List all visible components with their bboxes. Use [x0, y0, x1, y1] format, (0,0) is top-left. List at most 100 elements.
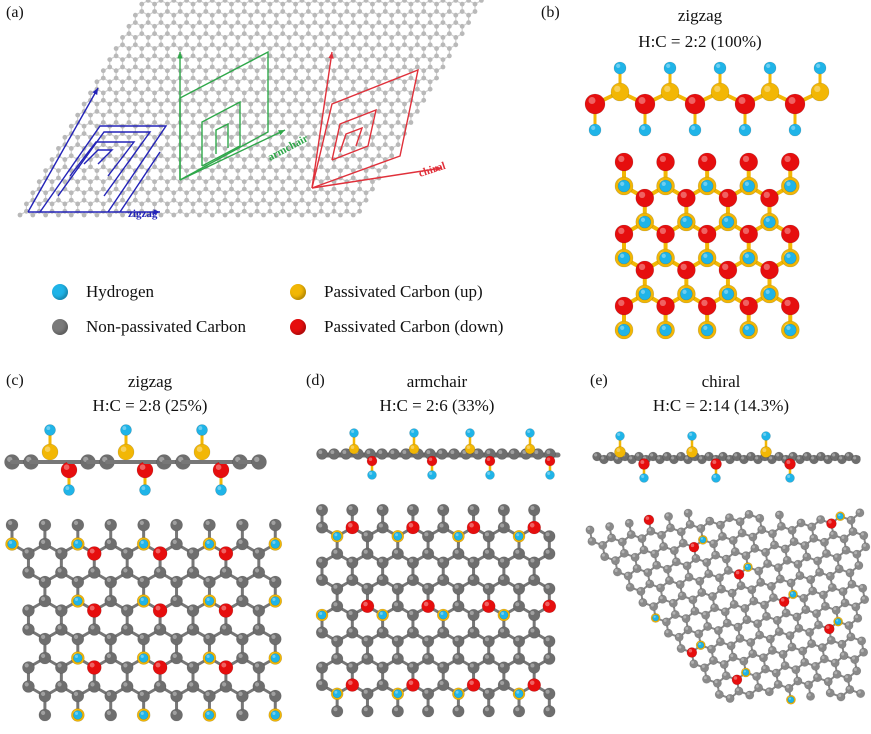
carbon-atom [652, 560, 662, 570]
lattice-atom [94, 109, 100, 114]
carbon-atom-highlight [683, 615, 687, 619]
lattice-atom [209, 168, 215, 174]
carbon-atom [203, 689, 216, 703]
lattice-atom [209, 109, 215, 114]
carbon-atom [448, 448, 460, 460]
hydrogen-atom [204, 539, 215, 549]
carbon-atom-highlight [238, 653, 243, 659]
carbon-atom [774, 627, 784, 637]
hydrogen-atom [138, 596, 149, 606]
lattice-atom [132, 175, 138, 181]
hydrogen-atom-highlight [334, 533, 338, 537]
carbon-atom-highlight [530, 610, 535, 615]
carbon-atom-highlight [484, 532, 489, 537]
carbon-atom-highlight [657, 584, 661, 588]
lattice-atom [171, 190, 177, 196]
panel-d-top-view [315, 503, 557, 718]
carbon-atom-highlight [636, 453, 640, 457]
panel-d-ratio: H:C = 2:6 (33%) [379, 396, 495, 415]
carbon-atom [859, 531, 869, 541]
carbon-atom-highlight [454, 584, 459, 589]
lattice-atom [132, 42, 138, 48]
lattice-atom [235, 20, 241, 25]
lattice-atom [120, 175, 125, 181]
carbon-atom-highlight [348, 628, 353, 633]
lattice-atom [132, 197, 138, 203]
carbon-atom [55, 547, 68, 560]
up-carbon-atom [760, 446, 772, 458]
carbon-atom [170, 594, 183, 608]
carbon-atom-highlight [782, 662, 786, 666]
carbon-atom-highlight [691, 660, 695, 664]
carbon-atom-highlight [809, 523, 812, 527]
carbon-atom [315, 626, 329, 639]
carbon-atom [703, 621, 713, 631]
carbon-atom-highlight [734, 453, 738, 457]
carbon-atom-highlight [90, 682, 95, 687]
carbon-atom-highlight [730, 537, 734, 541]
lattice-atom [241, 112, 247, 118]
down-carbon-atom [544, 455, 556, 467]
carbon-atom [663, 628, 673, 638]
carbon-atom [170, 537, 183, 551]
carbon-atom-highlight [469, 505, 474, 510]
lattice-atom [203, 157, 209, 162]
carbon-atom-highlight [363, 654, 368, 659]
hydrogen-atom [465, 428, 475, 438]
carbon-atom [840, 598, 850, 608]
lattice-atom [267, 90, 273, 96]
carbon-atom-highlight [424, 549, 429, 554]
lattice-atom [164, 31, 170, 37]
lattice-atom [126, 134, 132, 140]
carbon-atom-highlight [829, 584, 833, 588]
lattice-atom [81, 175, 87, 181]
lattice-atom [126, 68, 132, 74]
carbon-atom-highlight [846, 453, 850, 457]
carbon-atom-highlight [271, 634, 276, 640]
hydrogen-atom [367, 470, 377, 480]
carbon-atom [780, 661, 790, 671]
carbon-atom [748, 532, 758, 542]
lattice-atom [254, 31, 260, 37]
lattice-atom [209, 131, 215, 137]
carbon-atom [406, 556, 420, 569]
lattice-atom [107, 86, 113, 92]
carbon-atom-highlight [748, 639, 751, 643]
lattice-atom [171, 20, 177, 25]
down-carbon-atom-highlight [428, 457, 433, 461]
lattice-atom [177, 9, 183, 14]
carbon-atom-highlight [692, 608, 696, 612]
carbon-atom-highlight [271, 577, 276, 583]
carbon-atom [437, 521, 450, 534]
carbon-atom-highlight [254, 663, 260, 668]
lattice-atom [100, 134, 106, 140]
lattice-atom [235, 57, 241, 62]
lattice-atom [190, 112, 196, 118]
lattice-atom [235, 35, 241, 40]
carbon-atom [421, 705, 435, 718]
lattice-atom [139, 1, 145, 7]
carbon-atom [709, 539, 719, 549]
lattice-atom [248, 131, 254, 137]
carbon-atom [798, 646, 808, 656]
hydrogen-atom-highlight [467, 429, 471, 433]
down-carbon-atom-highlight [645, 516, 650, 520]
lattice-atom [273, 12, 279, 18]
carbon-atom-highlight [671, 547, 675, 551]
carbon-atom-highlight [515, 654, 520, 659]
lattice-atom [248, 42, 254, 48]
down-carbon-atom-highlight [155, 605, 161, 611]
down-carbon-atom-highlight [363, 601, 368, 607]
carbon-atom [512, 705, 526, 718]
up-carbon-dot-icon [290, 284, 306, 300]
carbon-atom [482, 687, 495, 700]
carbon-atom [853, 613, 863, 623]
carbon-atom [153, 623, 167, 636]
lattice-atom [280, 23, 286, 29]
carbon-atom [705, 516, 715, 526]
hydrogen-atom [44, 424, 56, 436]
lattice-atom [209, 175, 215, 181]
carbon-atom [646, 526, 656, 536]
up-carbon-atom-highlight [688, 448, 693, 453]
carbon-atom [55, 623, 68, 636]
